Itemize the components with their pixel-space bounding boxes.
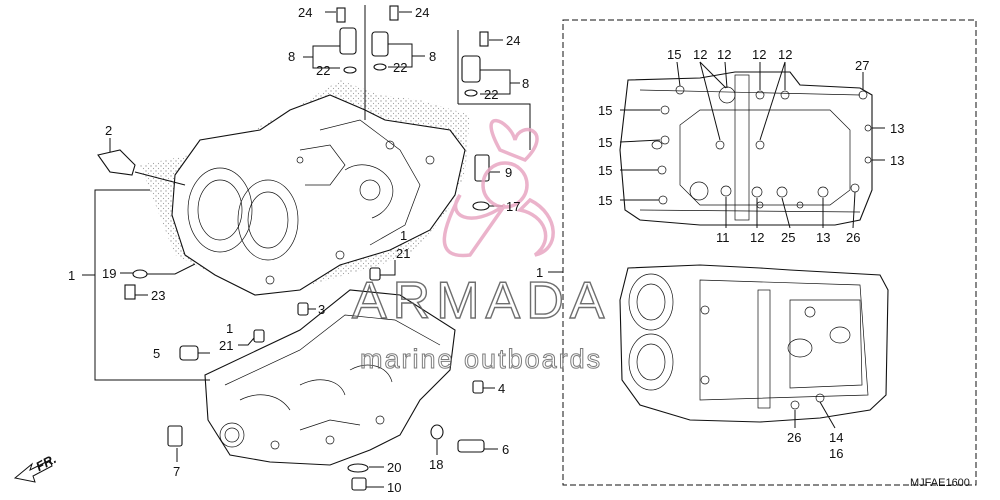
upper-crankcase (140, 80, 470, 296)
callout-8: 8 (522, 76, 529, 91)
watermark: ARMADA marine outboards (351, 118, 610, 375)
watermark-propeller-icon (442, 118, 555, 258)
callout-12: 12 (717, 47, 731, 62)
callout-25: 25 (781, 230, 795, 245)
callout-24: 24 (298, 5, 312, 20)
callout-14: 14 (829, 430, 843, 445)
callout-1: 1 (68, 268, 75, 283)
callout-17: 17 (506, 199, 520, 214)
callout-12: 12 (752, 47, 766, 62)
callout-12: 12 (778, 47, 792, 62)
watermark-brand: ARMADA (352, 272, 610, 330)
callout-13: 13 (890, 121, 904, 136)
callout-13: 13 (816, 230, 830, 245)
callout-4: 4 (498, 381, 505, 396)
callout-22: 22 (393, 60, 407, 75)
callout-10: 10 (387, 480, 401, 495)
callout-12: 12 (693, 47, 707, 62)
callout-15: 15 (667, 47, 681, 62)
callout-24: 24 (415, 5, 429, 20)
callout-23: 23 (151, 288, 165, 303)
callout-5: 5 (153, 346, 160, 361)
callout-15: 15 (598, 103, 612, 118)
callout-27: 27 (855, 58, 869, 73)
callout-13: 13 (890, 153, 904, 168)
callout-labels: 24 24 24 8 8 8 22 22 22 2 9 17 1 19 23 1… (33, 5, 970, 495)
callout-1: 1 (400, 228, 407, 243)
callout-22: 22 (316, 63, 330, 78)
callout-9: 9 (505, 165, 512, 180)
callout-26: 26 (846, 230, 860, 245)
callout-24: 24 (506, 33, 520, 48)
callout-1: 1 (536, 265, 543, 280)
callout-21: 21 (396, 246, 410, 261)
callout-8: 8 (288, 49, 295, 64)
callout-19: 19 (102, 266, 116, 281)
leader-lines (13, 5, 885, 488)
callout-15: 15 (598, 163, 612, 178)
callout-1: 1 (226, 321, 233, 336)
diagram-code: MJFAE1600 (910, 477, 970, 489)
callout-22: 22 (484, 87, 498, 102)
callout-8: 8 (429, 49, 436, 64)
lower-crankcase (204, 289, 456, 466)
callout-12: 12 (750, 230, 764, 245)
callout-20: 20 (387, 460, 401, 475)
callout-18: 18 (429, 457, 443, 472)
callout-26: 26 (787, 430, 801, 445)
callout-2: 2 (105, 123, 112, 138)
small-parts (97, 5, 490, 491)
callout-6: 6 (502, 442, 509, 457)
callout-15: 15 (598, 135, 612, 150)
lower-crankcase-top-view (619, 264, 889, 423)
callout-21: 21 (219, 338, 233, 353)
callout-15: 15 (598, 193, 612, 208)
callout-7: 7 (173, 464, 180, 479)
detail-frame (562, 19, 977, 486)
upper-crankcase-bottom-view (619, 71, 873, 226)
watermark-tagline: marine outboards (360, 344, 602, 374)
callout-3: 3 (318, 302, 325, 317)
callout-16: 16 (829, 446, 843, 461)
callout-11: 11 (716, 230, 730, 245)
